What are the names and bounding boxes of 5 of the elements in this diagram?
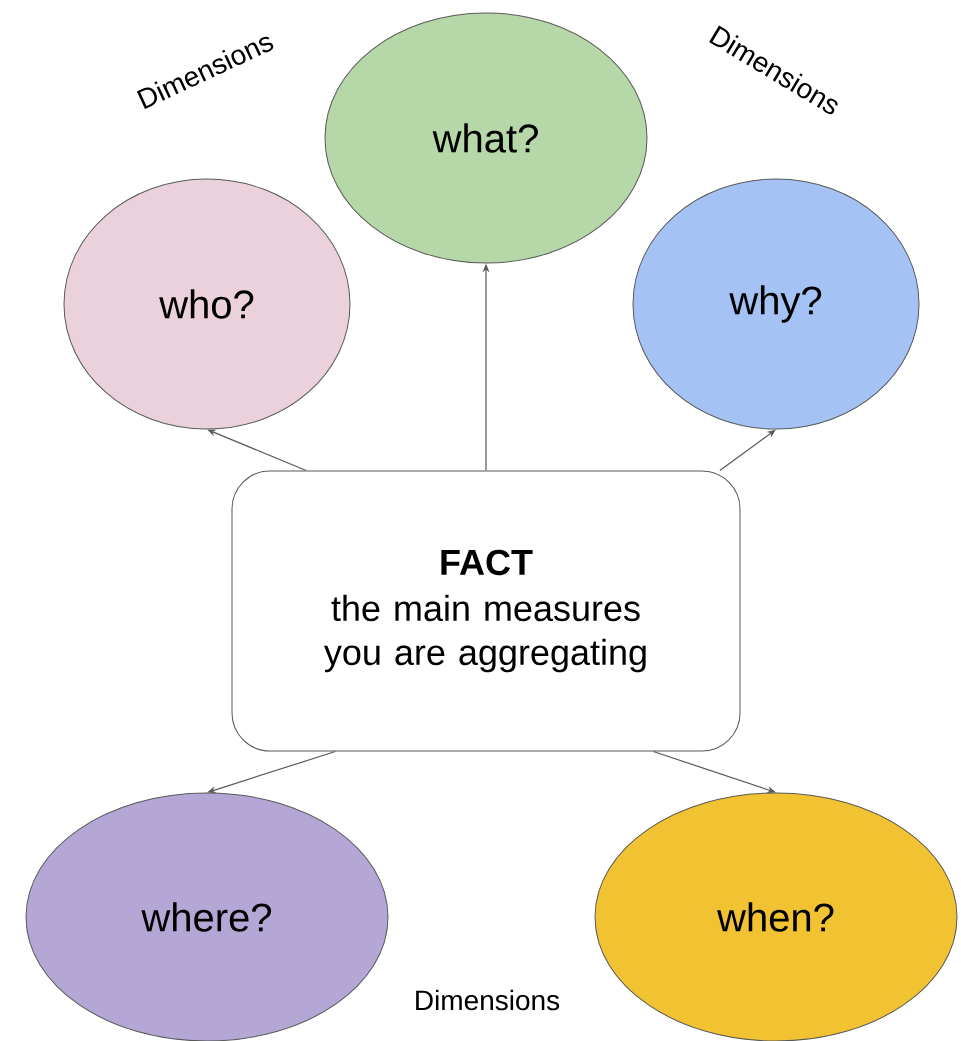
arrow xyxy=(719,429,776,472)
arrow xyxy=(207,429,307,472)
dimension-label: Dimensions xyxy=(416,989,560,1011)
arrow xyxy=(652,750,776,793)
fact-box: FACT the main measures you are aggregating xyxy=(231,470,741,752)
